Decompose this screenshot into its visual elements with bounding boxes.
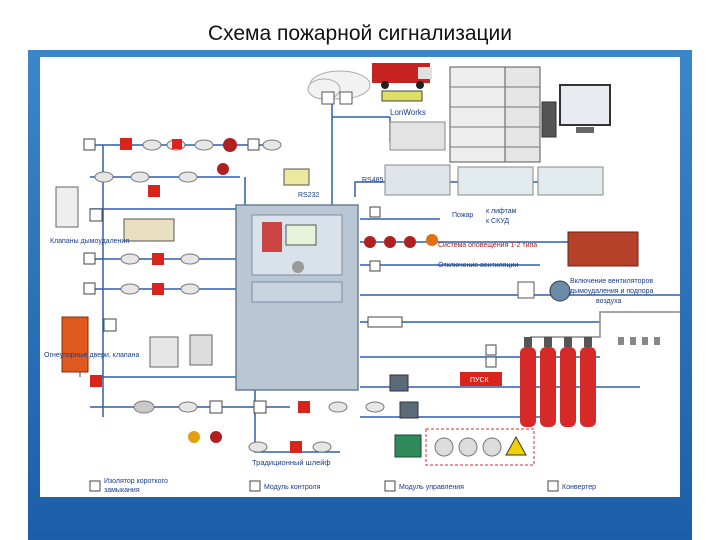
control-module-icon xyxy=(485,356,497,368)
control-module-icon xyxy=(485,344,497,356)
control-module-icon xyxy=(369,260,381,272)
computer-icon xyxy=(541,84,611,138)
fan-icon xyxy=(517,280,571,302)
fire-door xyxy=(61,316,213,373)
tradic-label: Традиционный шлейф xyxy=(252,458,331,467)
printer-icon xyxy=(283,168,310,186)
cloud-icon xyxy=(307,70,371,100)
server-rack-icon xyxy=(449,66,541,163)
detectors-row-4 xyxy=(90,375,385,443)
legend-isolator-label-2: замыкания xyxy=(104,487,140,494)
conventional-devices-box xyxy=(425,428,535,466)
lonworks-line xyxy=(290,97,333,208)
legend-isolator-icon xyxy=(89,480,101,492)
legend-converter-label: Конвертер xyxy=(562,484,596,491)
legend-control-module-icon xyxy=(249,480,261,492)
k-skud-label: к СКУД xyxy=(486,218,509,225)
ognevye-label: Огнеупорные двери, клапана xyxy=(44,352,139,359)
sistema-label: Система оповещения 1-2 типа xyxy=(438,242,537,249)
otkl-vent-label: Отключение вентиляции xyxy=(438,262,518,269)
vkl-vent-label-3: воздуха xyxy=(596,298,622,305)
legend-control-unit-icon xyxy=(384,480,396,492)
relay-module-icon xyxy=(367,316,403,328)
klapany-label: Клапаны дымоудаления xyxy=(50,238,129,245)
vkl-vent-label-1: Включение вентиляторов xyxy=(570,278,653,285)
smoke-valves xyxy=(55,186,175,242)
ventilation-unit-icon xyxy=(567,231,639,267)
isolator-icon xyxy=(339,91,353,105)
control-module-icon xyxy=(369,206,381,218)
rs232-label: RS232 xyxy=(298,192,320,199)
diagram-title: Схема пожарной сигнализации xyxy=(207,22,513,45)
isolator-icon xyxy=(321,91,335,105)
legend: Изолятор короткого замыкания Модуль конт… xyxy=(89,478,596,494)
modem-icon xyxy=(381,90,423,102)
nozzles xyxy=(618,337,660,345)
legend-isolator-label-1: Изолятор короткого xyxy=(104,478,168,485)
lonworks-label: LonWorks xyxy=(390,108,426,117)
detectors-row-1 xyxy=(83,138,282,175)
pusk-button xyxy=(460,372,502,386)
module-boxes xyxy=(389,374,422,458)
gas-cylinders xyxy=(520,337,596,427)
k-liftam-label: к лифтам xyxy=(486,208,517,215)
converter-module xyxy=(384,164,451,196)
traditional-loop-devices xyxy=(248,441,332,453)
fire-alarm-schematic: LonWorks RS485 RS232 Клапаны д xyxy=(44,63,680,494)
sirens xyxy=(364,234,438,248)
diagram-canvas: LonWorks RS485 RS232 Клапаны д xyxy=(40,57,680,497)
pozhar-label: Пожар xyxy=(452,212,473,219)
control-panel xyxy=(235,204,359,391)
detectors-row-2 xyxy=(94,171,198,197)
detectors-row-3 xyxy=(83,252,200,295)
repeater-panel-1 xyxy=(457,166,534,196)
legend-control-unit-label: Модуль управления xyxy=(399,484,464,491)
fire-truck-icon xyxy=(372,63,432,89)
legend-control-module-label: Модуль контроля xyxy=(264,484,321,491)
vkl-vent-label-2: дымоудаления и подпора xyxy=(570,288,654,295)
lonworks-module xyxy=(389,121,446,151)
legend-converter-icon xyxy=(547,480,559,492)
rs485-label: RS485 xyxy=(362,177,384,184)
repeater-panel-2 xyxy=(537,166,604,196)
pusk-label: ПУСК xyxy=(470,377,490,384)
